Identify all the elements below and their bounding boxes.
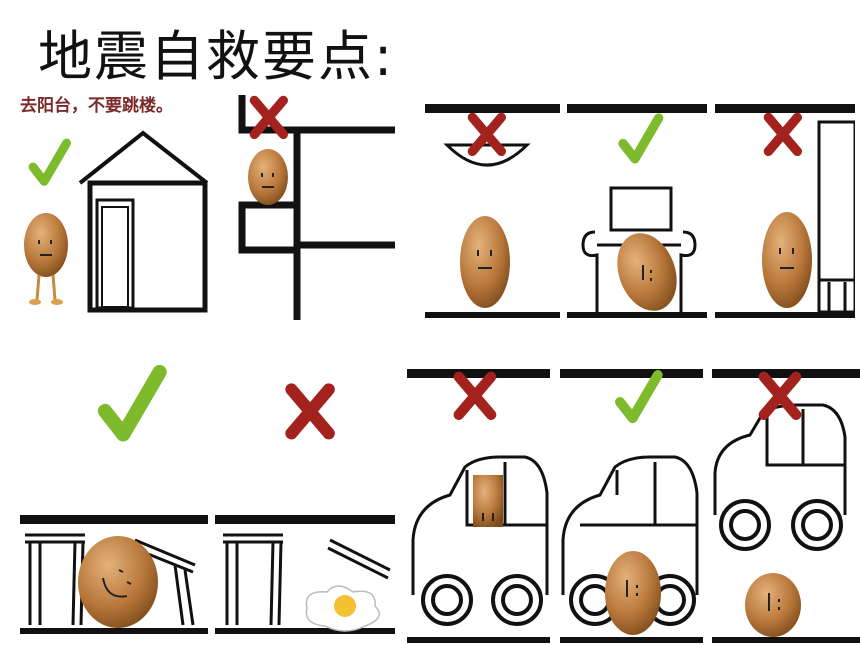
page-title: 地震自救要点: [38,25,395,88]
egg-character-icon [762,212,812,308]
egg-character-icon [460,216,510,308]
subpanel-bowl [425,104,560,318]
cross-mark-icon [459,377,491,415]
subpanel-under-car [712,369,860,643]
egg-character-icon [605,551,661,635]
egg-character-icon [617,233,677,311]
egg-character-icon [248,149,288,205]
check-mark-icon [33,143,67,181]
egg-character-icon [745,573,801,637]
egg-character-icon [473,475,503,527]
subpanel-beside-car [560,369,703,643]
wheel-icon [421,574,543,626]
scene-under-bowl-chair-wardrobe [425,100,855,320]
scene-inside-beside-under-car [405,365,860,645]
cross-mark-icon [291,389,328,433]
egg-character-icon [78,536,158,628]
check-mark-icon [105,372,160,434]
egg-character-icon [24,213,68,305]
check-mark-icon [620,375,658,418]
scene-balcony-vs-window: 去阳台，不要跳楼。 [15,95,395,320]
subpanel-wardrobe [715,104,855,318]
scene-next-to-table-vs-under-table [15,360,395,645]
cross-mark-icon [764,377,796,415]
wheel-icon [719,499,843,551]
scene-caption: 去阳台，不要跳楼。 [20,96,173,116]
cross-mark-icon [768,117,797,151]
window-frame-icon [238,95,395,320]
check-mark-icon [623,118,659,159]
house-icon [78,130,209,313]
subpanel-inside-car [407,369,550,643]
broken-egg-icon [305,585,380,632]
table-crushed-right-icon [215,515,395,634]
